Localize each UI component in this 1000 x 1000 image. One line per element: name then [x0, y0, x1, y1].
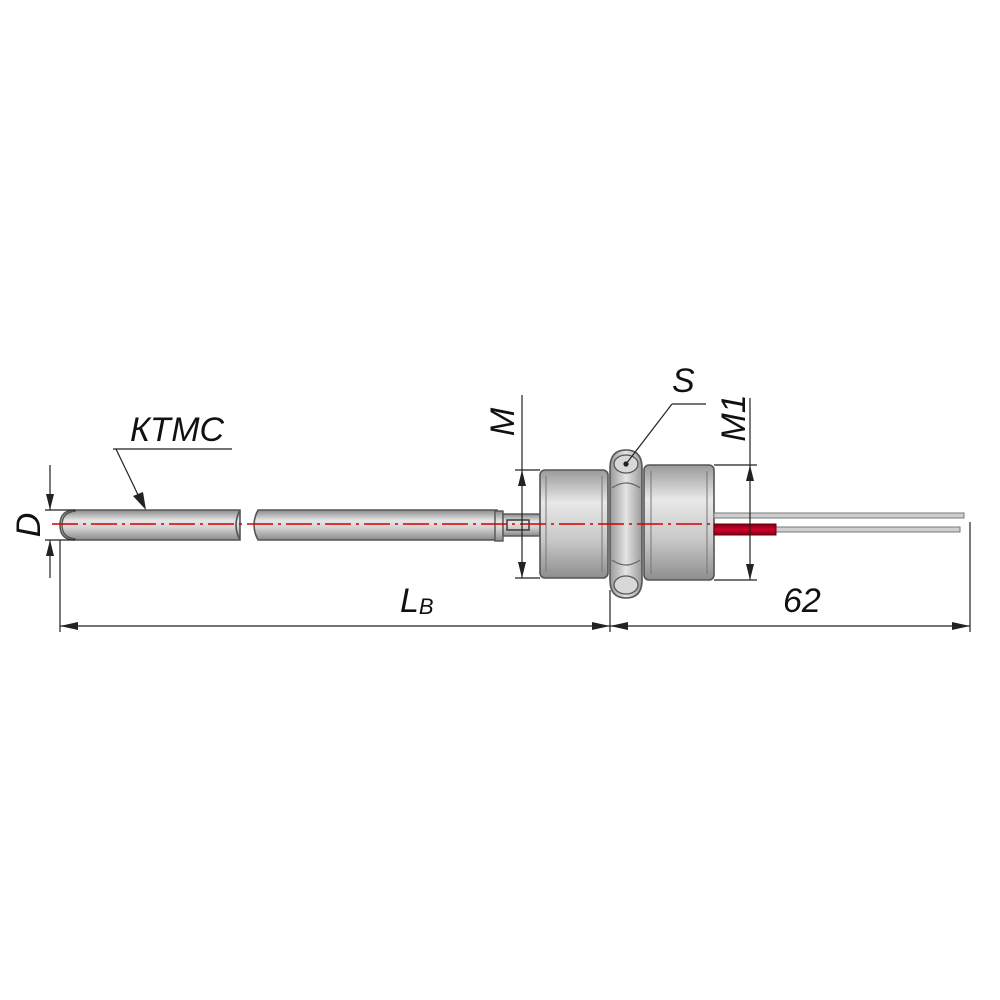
arrow-icon — [60, 622, 78, 630]
lead-wire-red — [713, 523, 777, 536]
arrow-icon — [610, 622, 628, 630]
sleeve-slot — [506, 519, 530, 531]
label-m1: M1 — [715, 394, 753, 441]
sheath-tip — [59, 509, 241, 541]
label-s: S — [672, 362, 695, 400]
arrow-icon — [518, 470, 526, 486]
arrow-icon — [952, 622, 970, 630]
leader-s: S — [623, 362, 706, 467]
label-probe: КТМС — [130, 411, 225, 449]
dimension-m: M — [484, 395, 540, 579]
leader-ktms: КТМС — [113, 411, 232, 510]
sheath-main — [253, 509, 498, 541]
sleeve-ring — [494, 510, 504, 542]
label-lead-length: 62 — [783, 582, 821, 620]
arrow-icon — [46, 494, 54, 510]
dimension-length: LB 62 — [59, 522, 971, 632]
label-length-sub: B — [419, 594, 434, 619]
sheath-tip-cap — [61, 510, 77, 540]
label-m: M — [484, 407, 522, 436]
leader-dot — [623, 461, 629, 467]
sheath-sleeve — [494, 510, 541, 542]
arrow-icon — [518, 562, 526, 578]
arrow-icon — [746, 564, 754, 580]
lead-wires — [713, 512, 965, 536]
label-length-main: L — [400, 582, 419, 620]
lead-wire-grey-top — [713, 512, 965, 519]
probe-sheath — [59, 509, 498, 541]
label-d: D — [10, 513, 48, 538]
hex-flat-bottom — [613, 575, 639, 595]
arrow-icon — [592, 622, 610, 630]
dimension-d: D — [10, 465, 75, 578]
arrow-icon — [46, 540, 54, 556]
label-length: LB — [400, 582, 434, 620]
arrow-icon — [746, 465, 754, 481]
fitting-thread-right — [643, 464, 715, 581]
dimension-m1: M1 — [714, 394, 757, 581]
sheath-break-left — [235, 509, 241, 541]
arrow-icon — [133, 492, 146, 510]
hex-nut — [609, 449, 643, 599]
